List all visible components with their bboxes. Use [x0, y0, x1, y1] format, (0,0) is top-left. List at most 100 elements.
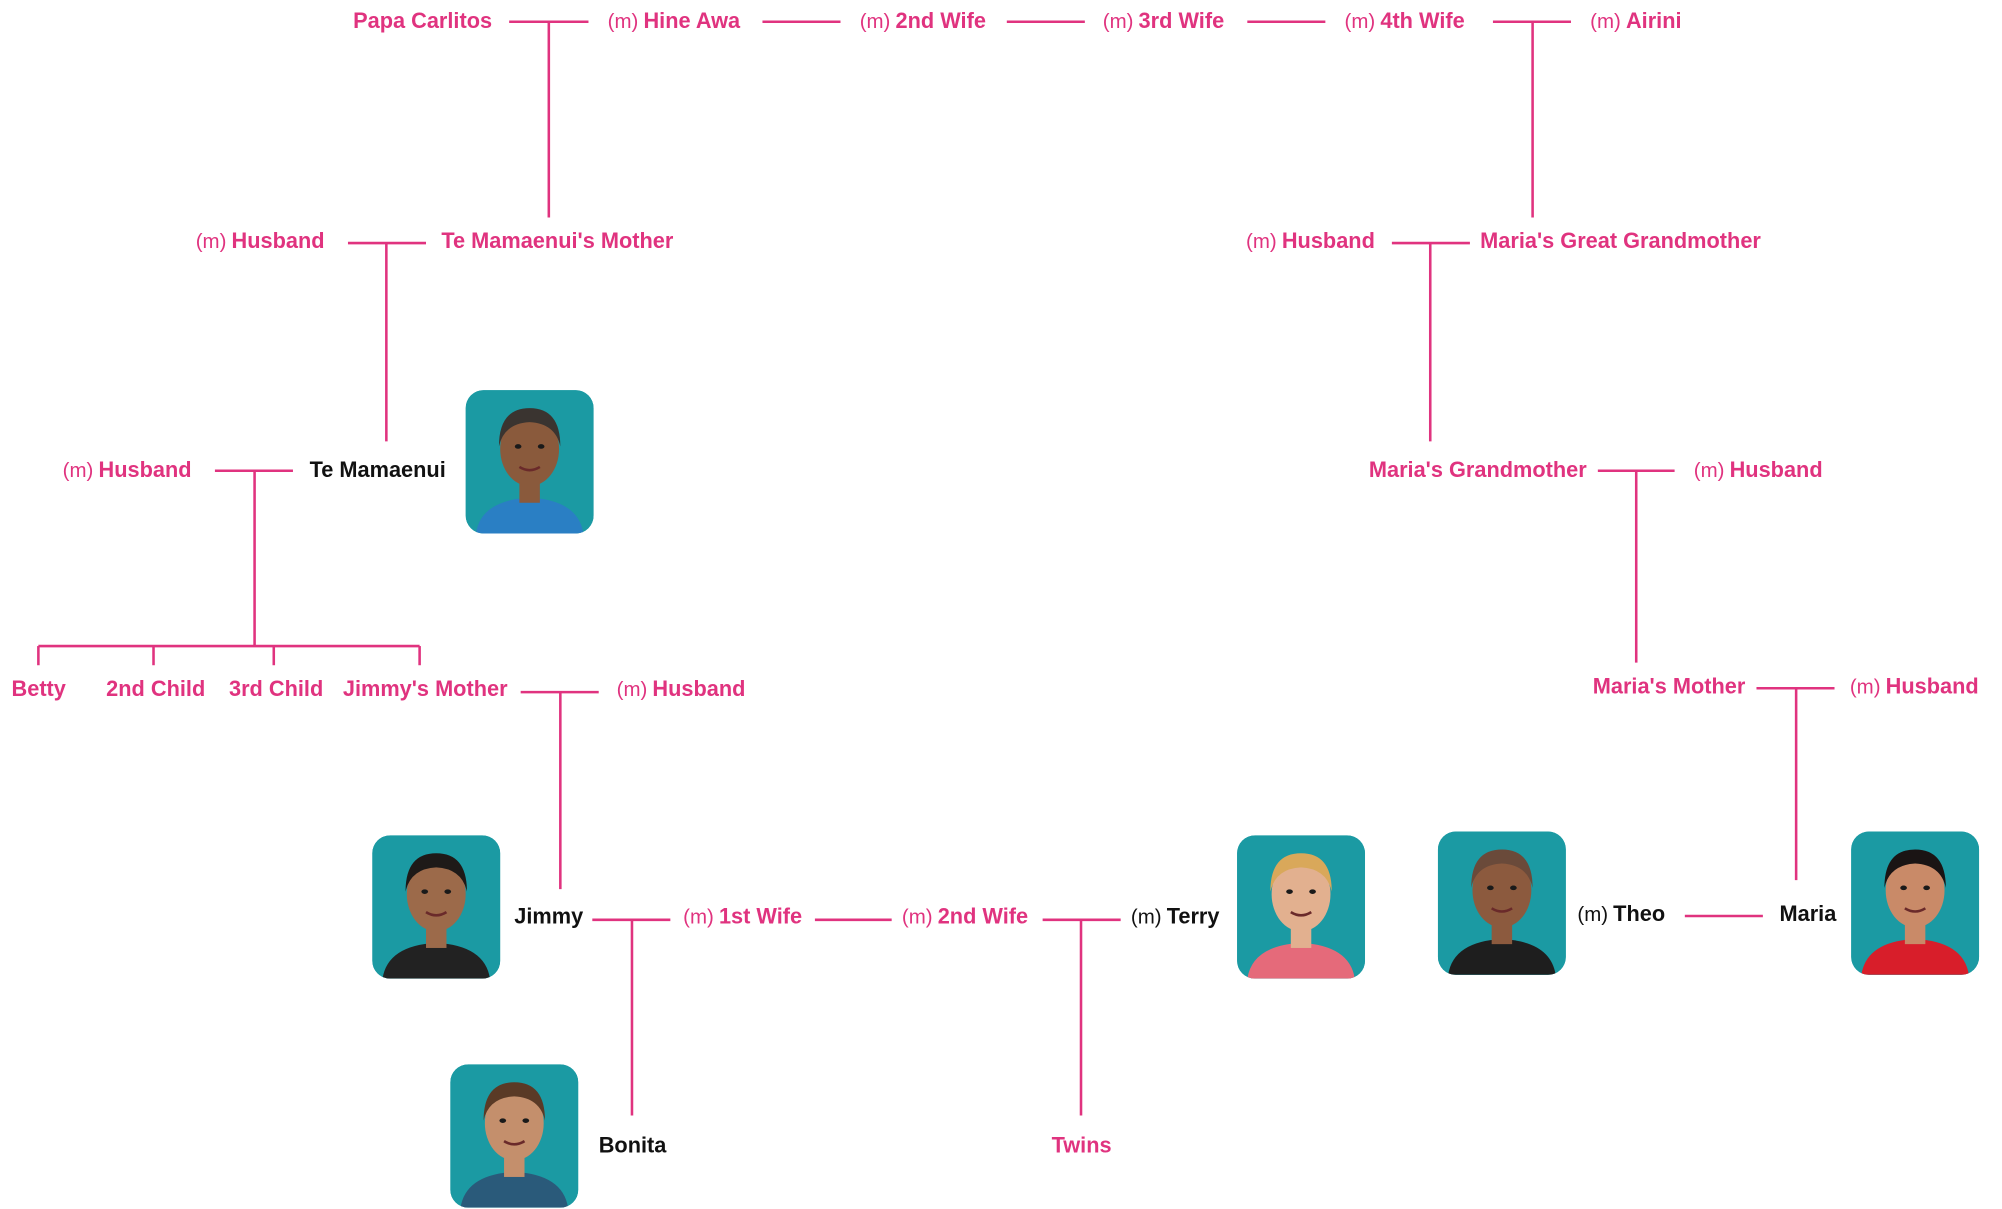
marriage-prefix: (m) — [1102, 11, 1134, 34]
marriage-prefix: (m) — [1849, 676, 1881, 699]
spouse-1st-wife: (m)1st Wife — [683, 904, 802, 931]
person-jimmys-mother: Jimmy's Mother — [342, 676, 508, 702]
portrait-graphic — [1237, 835, 1366, 979]
portrait-shoulders — [1448, 939, 1556, 975]
person-marias-great-grandmother: Maria's Great Grandmother — [1480, 228, 1761, 254]
marriage-prefix: (m) — [607, 11, 639, 34]
person-marias-mother: Maria's Mother — [1592, 674, 1746, 699]
person-name: Husband — [652, 676, 746, 702]
spouse-airini: (m)Airini — [1590, 9, 1681, 36]
marriage-prefix: (m) — [616, 679, 648, 702]
portrait-graphic — [1851, 831, 1980, 975]
portrait-shoulders — [382, 942, 490, 979]
spouse-2nd-wife: (m)2nd Wife — [902, 904, 1028, 931]
portrait-eye — [1309, 889, 1316, 894]
spouse-husband-te-mother: (m)Husband — [196, 229, 325, 256]
portrait-hair — [498, 408, 561, 447]
portrait-face — [1885, 853, 1945, 928]
person-marias-grandmother: Maria's Grandmother — [1368, 457, 1587, 483]
person-name: 4th Wife — [1380, 8, 1465, 34]
portrait-face — [1472, 853, 1532, 928]
portrait-hair — [483, 1082, 545, 1121]
te-mamaenui-photo — [465, 390, 594, 534]
person-betty: Betty — [11, 676, 66, 702]
person-name: Husband — [231, 228, 325, 254]
person-2nd-child: 2nd Child — [106, 676, 206, 702]
marriage-prefix: (m) — [195, 231, 227, 254]
marriage-prefix: (m) — [1693, 460, 1725, 483]
person-name: 3rd Wife — [1138, 8, 1225, 34]
portrait-shoulders — [1861, 939, 1969, 975]
portrait-graphic — [450, 1064, 579, 1208]
person-name: Husband — [1885, 674, 1979, 699]
person-papa-carlitos: Papa Carlitos — [353, 8, 493, 34]
portrait-shoulders — [460, 1171, 569, 1208]
portrait-eye — [444, 889, 452, 894]
person-twins: Twins — [1051, 1133, 1112, 1158]
person-jimmy: Jimmy — [514, 904, 584, 929]
person-name: 2nd Wife — [895, 8, 986, 34]
portrait-eye — [421, 889, 429, 894]
theo-photo — [1437, 831, 1566, 975]
portrait-shoulders — [475, 497, 584, 534]
portrait-graphic — [1437, 831, 1566, 975]
portrait-eye — [1286, 889, 1293, 894]
person-te-mamaenui-mother: Te Mamaenui's Mother — [441, 228, 674, 254]
portrait-hair — [1471, 849, 1533, 888]
person-name: 2nd Wife — [937, 904, 1029, 929]
spouse-terry: (m)Terry — [1131, 904, 1220, 931]
person-name: Airini — [1625, 8, 1682, 34]
spouse-theo: (m)Theo — [1577, 902, 1665, 929]
terry-photo — [1237, 835, 1366, 979]
marriage-prefix: (m) — [1246, 231, 1277, 254]
person-3rd-child: 3rd Child — [228, 676, 324, 702]
person-maria: Maria — [1779, 901, 1837, 927]
portrait-mouth — [425, 911, 448, 917]
portrait-mouth — [1290, 911, 1312, 917]
person-name: Husband — [1729, 457, 1823, 483]
portrait-eye — [1510, 885, 1517, 891]
portrait-face — [1271, 857, 1331, 932]
portrait-hair — [1270, 853, 1332, 892]
portrait-mouth — [518, 465, 541, 472]
marriage-prefix: (m) — [859, 11, 891, 34]
portrait-hair — [1884, 849, 1946, 888]
portrait-eye — [522, 1118, 530, 1123]
portrait-mouth — [503, 1140, 526, 1146]
spouse-4th-wife-top: (m)4th Wife — [1345, 9, 1465, 36]
person-name: Theo — [1613, 901, 1666, 927]
spouse-husband-te-mamaenui: (m)Husband — [63, 458, 192, 485]
spouse-husband-marias-mother: (m)Husband — [1850, 674, 1979, 701]
portrait-mouth — [1490, 907, 1513, 913]
portrait-hair — [405, 853, 467, 892]
person-bonita: Bonita — [598, 1133, 667, 1158]
marriage-prefix: (m) — [683, 907, 714, 929]
person-name: Hine Awa — [643, 8, 741, 34]
marriage-prefix: (m) — [62, 460, 94, 483]
marriage-prefix: (m) — [1130, 907, 1162, 929]
portrait-shoulders — [1247, 942, 1355, 979]
portrait-face — [484, 1086, 544, 1161]
maria-photo — [1851, 831, 1980, 975]
portrait-graphic — [465, 390, 594, 534]
marriage-prefix: (m) — [1590, 11, 1621, 34]
marriage-prefix: (m) — [901, 907, 933, 929]
portrait-eye — [1900, 885, 1907, 891]
person-te-mamaenui: Te Mamaenui — [309, 457, 446, 483]
bonita-photo — [450, 1064, 579, 1208]
portrait-eye — [1487, 885, 1494, 891]
portrait-face — [406, 857, 466, 932]
portrait-mouth — [1904, 907, 1927, 913]
jimmy-photo — [372, 835, 501, 979]
spouse-hine-awa: (m)Hine Awa — [608, 9, 741, 36]
portrait-face — [500, 411, 560, 487]
marriage-prefix: (m) — [1577, 904, 1609, 927]
person-name: Husband — [1281, 228, 1375, 254]
portrait-eye — [499, 1118, 507, 1123]
portrait-eye — [514, 444, 522, 449]
person-name: 1st Wife — [718, 904, 803, 929]
spouse-2nd-wife-top: (m)2nd Wife — [860, 9, 986, 36]
portrait-eye — [537, 444, 545, 449]
